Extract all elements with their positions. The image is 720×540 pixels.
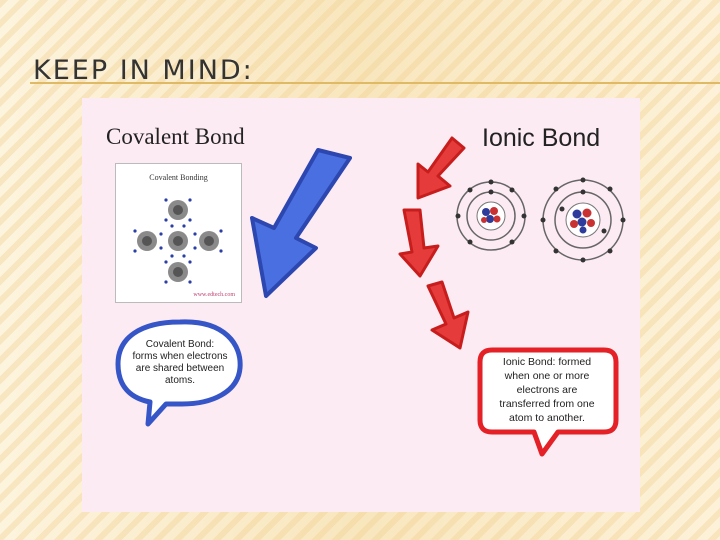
- red-arrow-icon: [426, 280, 470, 350]
- atom-icon: [168, 200, 188, 220]
- covalent-heading: Covalent Bond: [106, 124, 245, 149]
- atom-icon: [168, 231, 188, 251]
- atom-icon: [455, 179, 527, 251]
- atom-icon: [199, 231, 219, 251]
- atom-icon: [540, 177, 626, 263]
- title-rule: [30, 82, 720, 84]
- slide-title: KEEP IN MIND:: [33, 55, 254, 86]
- speech-bubble-icon: [477, 347, 619, 457]
- electron-dots: [133, 198, 223, 284]
- covalent-diagram-footer: www.edtech.com: [193, 292, 235, 298]
- covalent-diagram-card: Covalent Bonding: [115, 163, 242, 303]
- atom-icon: [168, 262, 188, 282]
- covalent-bubble-text: Covalent Bond: forms when electrons are …: [132, 339, 228, 386]
- red-arrow-icon: [416, 136, 466, 200]
- big-blue-arrow-icon: [250, 148, 352, 298]
- covalent-molecule-diagram: [133, 198, 223, 284]
- speech-bubble-icon: [115, 319, 243, 427]
- covalent-diagram-title: Covalent Bonding: [149, 173, 208, 182]
- ionic-bubble-text: Ionic Bond: formed when one or more elec…: [499, 356, 595, 424]
- red-arrow-icon: [398, 208, 440, 278]
- atom-icon: [137, 231, 157, 251]
- ionic-heading: Ionic Bond: [482, 124, 601, 152]
